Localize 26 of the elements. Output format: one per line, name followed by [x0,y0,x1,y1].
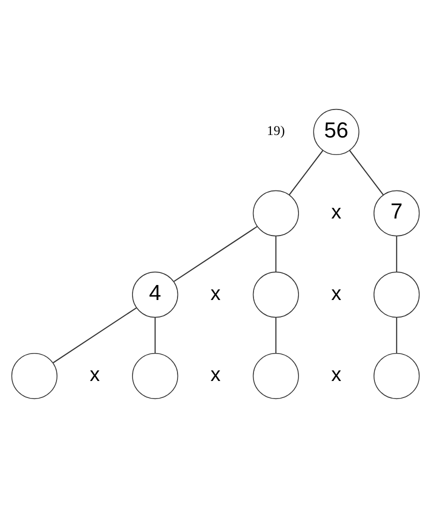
label: x [331,201,342,224]
node-circle [374,271,420,318]
label: x [331,282,342,304]
connector [288,150,324,195]
label: x [210,364,221,386]
node-circle [252,352,299,399]
node-circle: 7 [374,190,420,236]
node-circle [252,190,299,236]
node-circle [252,271,299,318]
connector [174,225,258,282]
connector [275,236,276,272]
label: x [210,282,221,304]
connector [349,150,384,195]
node-circle [374,352,420,399]
label: x [331,364,342,386]
node-circle: 4 [132,271,178,318]
label: x [90,364,100,386]
connector [396,316,398,353]
label: 19) [266,122,285,138]
connector [396,236,398,272]
connector [275,316,276,353]
node-circle: 56 [313,108,360,155]
connector [154,316,156,353]
node-circle [11,352,58,399]
node-circle [132,352,178,399]
connector [52,306,137,363]
